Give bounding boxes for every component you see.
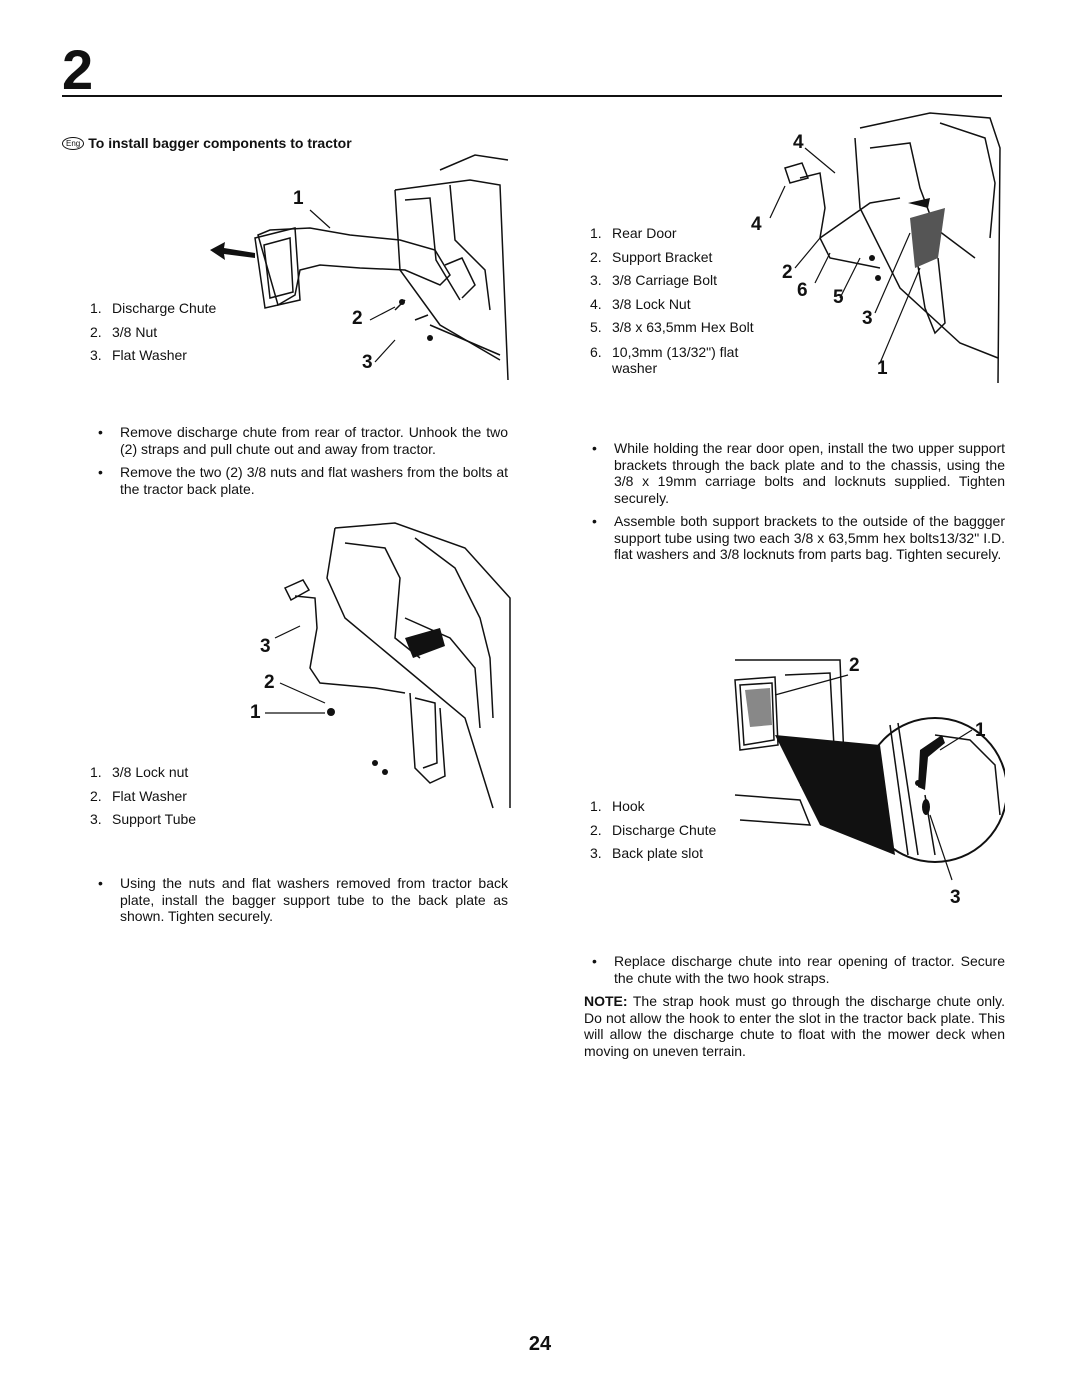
fig3-callout-3: 3 — [862, 308, 873, 329]
fig3-legend: 1.Rear Door 2.Support Bracket 3.3/8 Carr… — [590, 222, 790, 376]
fig3-instructions: While holding the rear door open, instal… — [584, 440, 1005, 570]
instruction-bullet: Remove the two (2) 3/8 nuts and flat was… — [90, 464, 508, 497]
figure-support-tube-install — [265, 518, 515, 813]
legend-item: 1.Hook — [590, 798, 645, 814]
legend-item: 6.10,3mm (13/32") flat washer — [590, 343, 739, 376]
legend-item: 5.3/8 x 63,5mm Hex Bolt — [590, 319, 754, 335]
legend-item: 3.Flat Washer — [90, 347, 187, 363]
legend-item: 3.Back plate slot — [590, 845, 704, 861]
legend-item: 2.Flat Washer — [90, 787, 187, 804]
note-label: NOTE: — [584, 993, 628, 1009]
legend-item: 1.3/8 Lock nut — [90, 764, 189, 780]
legend-item: 2.Discharge Chute — [590, 821, 717, 838]
note-paragraph: NOTE: The strap hook must go through the… — [584, 993, 1005, 1059]
fig3-callout-4a: 4 — [793, 132, 804, 153]
fig2-callout-2: 2 — [264, 672, 275, 693]
fig3-callout-5: 5 — [833, 287, 844, 308]
legend-item: 3.3/8 Carriage Bolt — [590, 272, 718, 288]
fig1-legend: 1.Discharge Chute 2.3/8 Nut 3.Flat Washe… — [90, 297, 216, 368]
chapter-number: 2 — [62, 38, 94, 101]
legend-item: 1.Discharge Chute — [90, 300, 217, 316]
figure-hook-detail — [730, 655, 1005, 885]
fig2-legend: 1.3/8 Lock nut 2.Flat Washer 3.Support T… — [90, 761, 196, 832]
legend-item: 2.3/8 Nut — [90, 323, 158, 340]
fig1-callout-2: 2 — [352, 308, 363, 329]
fig3-callout-4b: 4 — [751, 214, 762, 235]
fig4-callout-1: 1 — [975, 720, 986, 741]
section-title: To install bagger components to tractor — [88, 135, 352, 151]
fig1-instructions: Remove discharge chute from rear of trac… — [90, 424, 508, 504]
legend-item: 1.Rear Door — [590, 225, 677, 241]
fig1-callout-3: 3 — [362, 352, 373, 373]
section-heading: Eng To install bagger components to trac… — [62, 135, 352, 151]
legend-item: 2.Support Bracket — [590, 248, 713, 265]
language-badge: Eng — [62, 136, 85, 150]
fig3-callout-1: 1 — [877, 358, 888, 379]
instruction-bullet: Using the nuts and flat washers removed … — [90, 875, 508, 925]
support-tube-illustration — [265, 522, 511, 809]
figure-discharge-chute-removal — [200, 150, 510, 385]
instruction-bullet: Replace discharge chute into rear openin… — [584, 953, 1005, 986]
instruction-bullet: While holding the rear door open, instal… — [584, 440, 1005, 506]
fig4-legend: 1.Hook 2.Discharge Chute 3.Back plate sl… — [590, 795, 716, 866]
page-number: 24 — [528, 1333, 552, 1355]
fig1-callout-1: 1 — [293, 188, 304, 209]
fig4-callout-3: 3 — [950, 887, 961, 908]
legend-item: 3.Support Tube — [90, 811, 197, 827]
fig4-instructions: Replace discharge chute into rear openin… — [584, 953, 1005, 993]
tractor-rear-illustration — [210, 154, 509, 381]
fig2-instructions: Using the nuts and flat washers removed … — [90, 875, 508, 932]
legend-item: 4.3/8 Lock Nut — [590, 295, 691, 312]
fig4-callout-2: 2 — [849, 655, 860, 676]
note-text: The strap hook must go through the disch… — [584, 993, 1005, 1059]
fig2-callout-3: 3 — [260, 636, 271, 657]
hook-detail-illustration — [734, 659, 1005, 881]
fig2-callout-1: 1 — [250, 702, 261, 723]
instruction-bullet: Assemble both support brackets to the ou… — [584, 513, 1005, 563]
instruction-bullet: Remove discharge chute from rear of trac… — [90, 424, 508, 457]
fig3-callout-6: 6 — [797, 280, 808, 301]
fig3-callout-2: 2 — [782, 262, 793, 283]
header-rule — [62, 95, 1002, 97]
figure-support-brackets — [760, 108, 1005, 383]
support-bracket-illustration — [769, 112, 1001, 383]
